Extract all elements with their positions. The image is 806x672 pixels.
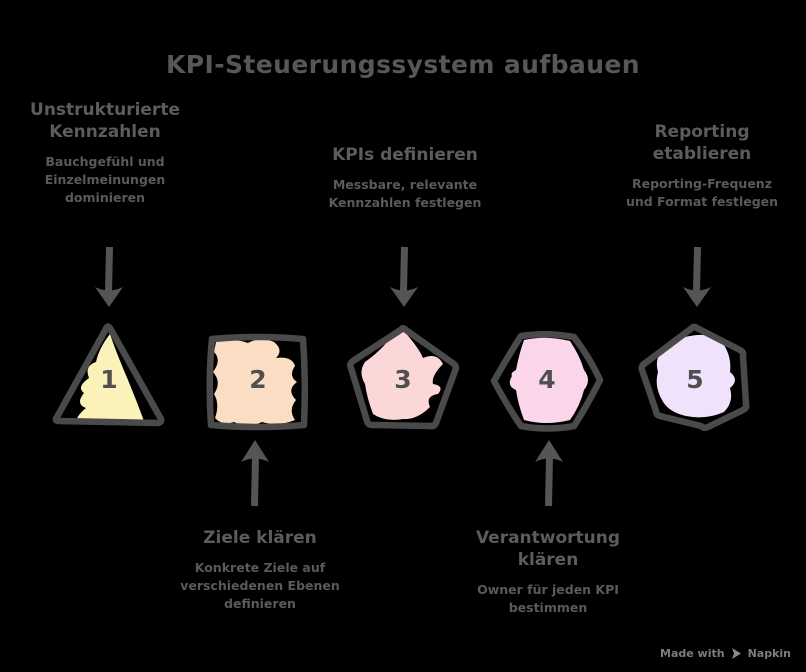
step-label-2: Ziele klären Konkrete Ziele auf verschie… (155, 528, 365, 613)
step-shape-4-outline (490, 331, 604, 432)
step-shape-3-pentagon[interactable] (345, 322, 461, 434)
step-shape-1-outline (52, 323, 165, 427)
step-description-5-line1: Reporting-Frequenz (632, 175, 772, 191)
watermark-brand: Napkin (747, 647, 791, 660)
step-description-3-line1: Messbare, relevante (332, 176, 478, 192)
step-shape-1-triangle[interactable] (44, 318, 174, 436)
step-shape-5-fill (656, 334, 735, 418)
step-heading-4: Verantwortung klären (445, 528, 651, 572)
step-description-2-line2: verschiedenen Ebenen (180, 577, 340, 593)
step-heading-1-line1: Unstrukturierte (30, 100, 180, 120)
arrow-down-step-3 (390, 246, 418, 307)
step-description-2: Konkrete Ziele auf verschiedenen Ebenen … (155, 559, 365, 613)
step-label-3: KPIs definieren Messbare, relevante Kenn… (305, 145, 505, 212)
step-description-4-line2: bestimmen (508, 599, 588, 615)
step-shape-2-square[interactable] (200, 330, 316, 434)
step-description-5-line2: und Format festlegen (625, 193, 779, 209)
step-description-4-line1: Owner für jeden KPI (477, 581, 619, 597)
step-heading-5-line1: Reporting (654, 122, 750, 142)
step-shape-4-fill (509, 337, 588, 423)
step-shape-5-outline (638, 323, 750, 432)
arrow-up-step-2 (241, 440, 269, 507)
step-shape-2-outline (206, 333, 309, 431)
step-shape-4-hexagon[interactable] (488, 328, 606, 436)
step-description-3: Messbare, relevante Kennzahlen festlegen (305, 176, 505, 212)
arrow-down-step-5 (683, 246, 711, 307)
napkin-logo-icon (731, 648, 741, 659)
step-description-2-line3: definieren (224, 596, 296, 611)
step-description-1-line3: dominieren (64, 189, 146, 205)
step-label-4: Verantwortung klären Owner für jeden KPI… (445, 528, 651, 617)
step-shape-3-fill (361, 330, 443, 420)
step-description-4: Owner für jeden KPI bestimmen (445, 581, 651, 617)
step-description-1: Bauchgefühl und Einzelmeinungen dominier… (6, 153, 204, 207)
step-label-5: Reporting etablieren Reporting-Frequenz … (600, 122, 804, 211)
step-heading-2: Ziele klären (155, 528, 365, 550)
step-shape-2-fill (213, 339, 297, 426)
step-description-5: Reporting-Frequenz und Format festlegen (600, 175, 804, 211)
step-heading-4-line2: klären (517, 549, 579, 570)
step-shape-5-heptagon[interactable] (636, 322, 754, 434)
step-description-1-line1: Bauchgefühl und (45, 153, 165, 169)
step-heading-3-line1: KPIs definieren (332, 145, 478, 165)
step-description-3-line2: Kennzahlen festlegen (328, 194, 482, 210)
step-heading-5-line2: etablieren (652, 143, 752, 164)
step-shape-3-outline (347, 324, 460, 430)
arrow-up-step-4 (535, 440, 563, 507)
step-shape-1-fill (77, 334, 144, 422)
step-description-2-line1: Konkrete Ziele auf (194, 559, 326, 575)
step-heading-3: KPIs definieren (305, 145, 505, 167)
step-heading-4-line1: Verantwortung (475, 528, 621, 548)
step-heading-5: Reporting etablieren (600, 122, 804, 166)
step-label-1: Unstrukturierte Kennzahlen Bauchgefühl u… (6, 100, 204, 207)
napkin-watermark[interactable]: Made with Napkin (660, 647, 791, 660)
arrow-down-step-1 (95, 246, 123, 307)
step-heading-1: Unstrukturierte Kennzahlen (6, 100, 204, 144)
watermark-prefix: Made with (660, 647, 725, 660)
step-description-1-line2: Einzelmeinungen (44, 171, 166, 187)
page-title: KPI-Steuerungssystem aufbauen (166, 50, 640, 79)
step-heading-2-line1: Ziele klären (203, 528, 317, 548)
step-heading-1-line2: Kennzahlen (49, 121, 161, 142)
